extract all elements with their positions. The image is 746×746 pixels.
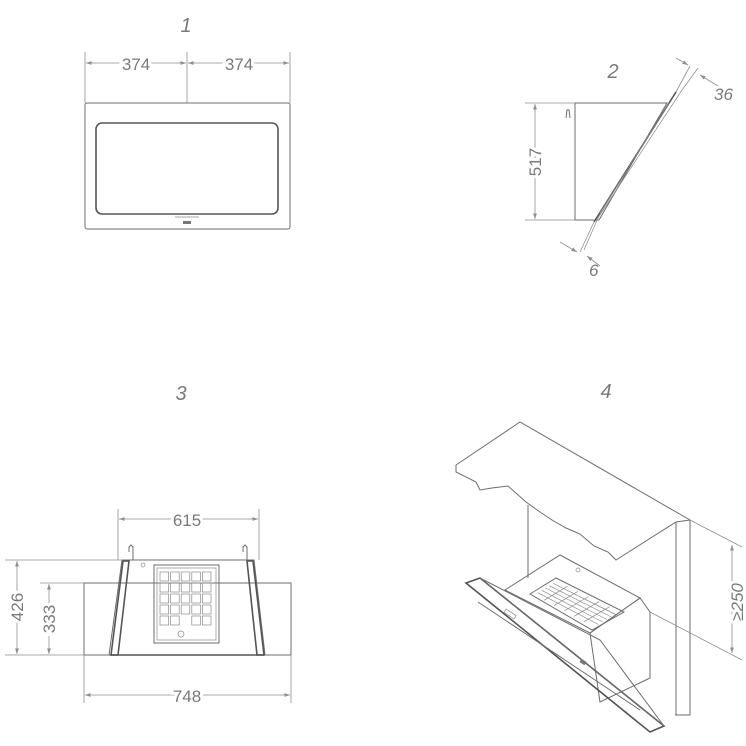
dim-label-426: 426 xyxy=(8,593,27,621)
ext-line-clearance-top xyxy=(689,519,743,548)
filter-cell xyxy=(191,571,201,582)
dim-label-748: 748 xyxy=(173,687,201,706)
filter-cell xyxy=(180,582,191,593)
screw-left xyxy=(140,562,146,568)
mount-pin-left xyxy=(128,544,134,560)
filter-cell xyxy=(180,593,191,604)
hood-body-iso xyxy=(503,554,641,634)
view-number-1: 1 xyxy=(180,15,191,37)
grease-filter-frame xyxy=(153,564,220,644)
hood-side-body xyxy=(574,102,668,221)
filter-cell xyxy=(170,571,180,582)
filter-cell xyxy=(170,604,180,615)
filter-latch xyxy=(177,630,185,638)
view-bottom: 3 615 426 333 748 xyxy=(5,383,292,709)
logo-mark xyxy=(183,221,191,224)
ext-line-panel-b xyxy=(681,67,699,91)
dim-label-333: 333 xyxy=(40,605,59,633)
filter-cell xyxy=(191,593,201,604)
dim-arrow-36-b xyxy=(699,74,719,87)
logo-iso xyxy=(579,658,587,666)
view-isometric: 4 ≥250 xyxy=(455,381,746,733)
filter-cell xyxy=(191,604,201,615)
glass-panel-inner-edge xyxy=(599,102,670,214)
hood-panel-outer xyxy=(84,102,291,230)
ext-line-panel-a xyxy=(675,65,691,93)
filter-cell xyxy=(202,615,212,626)
filter-cell xyxy=(202,582,212,593)
filter-cell xyxy=(159,582,169,593)
dim-label-clearance: ≥250 xyxy=(728,583,746,621)
filter-cell xyxy=(159,593,169,604)
dim-label-left: 374 xyxy=(122,55,150,74)
filter-cell xyxy=(170,593,180,604)
dim-label-right: 374 xyxy=(225,55,253,74)
mount-pin xyxy=(565,109,571,119)
hood-side-iso xyxy=(589,597,651,703)
filter-cell xyxy=(202,604,212,615)
cabinet-broken-edge xyxy=(455,465,691,561)
filter-cell xyxy=(180,604,191,615)
view-side: 2 517 36 6 xyxy=(523,57,733,280)
control-iso xyxy=(503,608,517,620)
filter-cell xyxy=(159,604,169,615)
dim-arrow-6-b xyxy=(586,255,601,267)
filter-cell xyxy=(159,571,169,582)
view-number-3: 3 xyxy=(175,383,186,405)
ext-line-bottom-a xyxy=(579,221,595,253)
dim-label-615: 615 xyxy=(173,511,201,530)
view-front: 1 374 374 xyxy=(84,15,291,230)
mount-pin-right xyxy=(242,544,248,560)
view-number-2: 2 xyxy=(606,61,618,83)
dim-label-height: 517 xyxy=(526,148,545,176)
filter-cell xyxy=(202,571,212,582)
glass-panel-lower-edge xyxy=(477,601,641,711)
filter-grid xyxy=(159,571,212,626)
view-number-4: 4 xyxy=(600,381,611,403)
ext-line-bottom-b xyxy=(583,217,599,251)
grease-filter-inner xyxy=(156,567,217,641)
filter-frame-iso xyxy=(529,577,626,631)
glass-panel-front-edge xyxy=(597,89,683,219)
dim-label-gap: 6 xyxy=(589,261,599,280)
filter-cell xyxy=(159,615,169,626)
filter-grid-iso xyxy=(537,583,616,625)
glass-panel-iso xyxy=(464,577,666,733)
filter-grid-line xyxy=(553,583,616,615)
dim-arrow-6-a xyxy=(559,241,578,253)
ext-line-clearance-bottom xyxy=(649,611,743,661)
dim-arrow-36-a xyxy=(675,57,689,66)
filter-cell xyxy=(180,571,191,582)
cabinet-outline xyxy=(455,421,691,716)
filter-cell xyxy=(191,615,201,626)
glass-panel-top xyxy=(479,577,665,727)
filter-cell xyxy=(170,582,180,593)
hood-glass-panel xyxy=(95,122,279,215)
hood-body-bottom xyxy=(108,559,266,656)
filter-cell xyxy=(202,593,212,604)
filter-cell xyxy=(191,582,201,593)
filter-cell xyxy=(170,615,180,626)
dim-label-panel: 36 xyxy=(714,85,733,104)
screw-iso xyxy=(575,567,581,573)
